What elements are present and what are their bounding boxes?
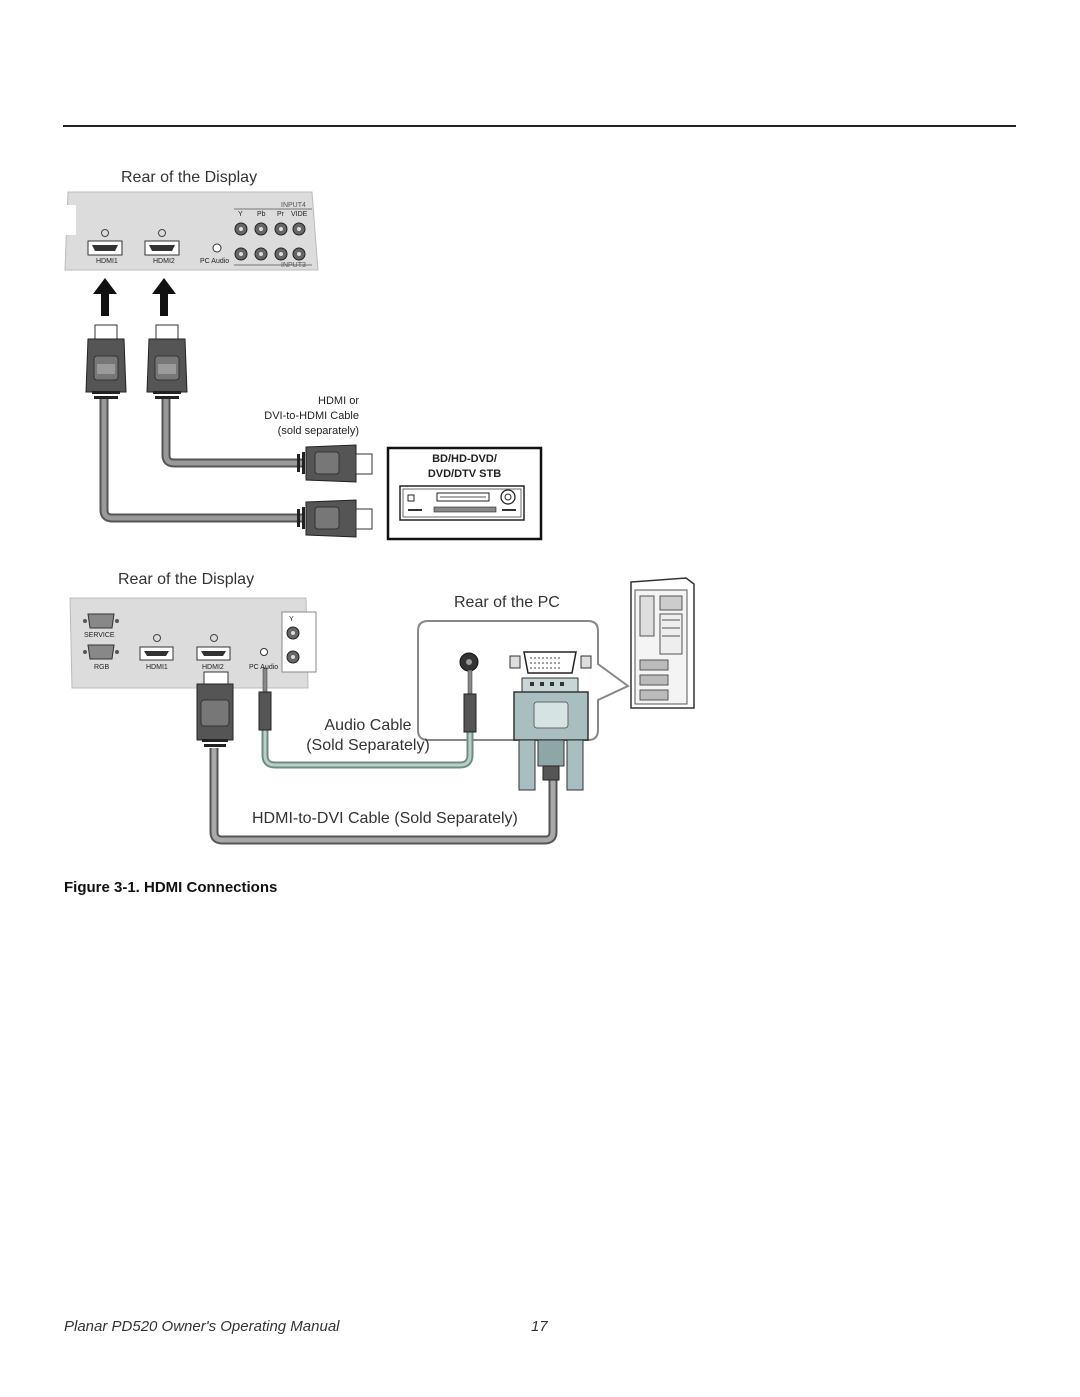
pc-tower-icon — [630, 577, 695, 709]
cable-note-line: HDMI or — [318, 395, 359, 407]
hdmi-cable-2-highlight — [163, 396, 302, 466]
hdmi1-port — [87, 229, 123, 256]
page-number: 17 — [531, 1318, 548, 1335]
audio-plug-right — [463, 669, 477, 733]
audio-cable-highlight — [263, 728, 472, 767]
hdmi2-port-2 — [196, 634, 231, 661]
cable-note-line: DVI-to-HDMI Cable — [264, 410, 359, 422]
dvi-port — [509, 651, 592, 674]
pc-audio-label-2: PC Audio — [249, 664, 279, 671]
hdmi1-label: HDMI1 — [96, 258, 118, 265]
audio-cable-label-line: Audio Cable — [324, 717, 412, 734]
y-label-2: Y — [289, 616, 294, 623]
cable-note-line: (sold separately) — [277, 425, 359, 437]
rgb-port — [83, 644, 119, 660]
pc-audio-label: PC Audio — [200, 258, 230, 265]
hdmi2-label-2: HDMI2 — [202, 664, 224, 671]
hdmi1-port-2 — [139, 634, 174, 661]
footer-title: Planar PD520 Owner's Operating Manual — [64, 1318, 340, 1335]
input4-label: INPUT4 — [281, 202, 306, 209]
dvi-cable-label: HDMI-to-DVI Cable (Sold Separately) — [252, 810, 518, 827]
hdmi-plug-horizontal-1 — [297, 444, 373, 483]
audio-cable-label-line: (Sold Separately) — [306, 737, 430, 754]
display-rear-panel — [64, 191, 319, 271]
pb-label: Pb — [257, 211, 266, 218]
hdmi-plug-horizontal-2 — [297, 499, 373, 538]
video-label: VIDE — [291, 211, 308, 218]
component-jacks — [234, 208, 312, 266]
hdmi-to-dvi-cable-highlight — [211, 748, 556, 843]
pc-audio-jack-2 — [260, 648, 268, 656]
hdmi2-port — [144, 229, 180, 256]
y-label: Y — [238, 211, 243, 218]
service-label: SERVICE — [84, 632, 115, 639]
top-display-title: Rear of the Display — [121, 169, 258, 186]
hdmi-plug-vertical-1 — [85, 324, 127, 399]
up-arrow-icon — [152, 278, 176, 316]
device-label-line: DVD/DTV STB — [427, 468, 502, 480]
pr-label: Pr — [277, 211, 284, 218]
hdmi-plug-vertical-2 — [146, 324, 188, 399]
display-rear-panel-2 — [69, 597, 309, 689]
figure-caption: Figure 3-1. HDMI Connections — [64, 879, 278, 896]
panel-notch — [64, 205, 76, 235]
hdmi-plug-bottom — [196, 671, 234, 747]
input3-label: INPUT3 — [281, 262, 306, 269]
hdmi2-label: HDMI2 — [153, 258, 175, 265]
service-port — [83, 613, 119, 629]
dvd-player-icon — [399, 485, 525, 521]
panel-side-section — [281, 611, 317, 673]
header-rule — [63, 125, 1016, 127]
device-label-line: BD/HD-DVD/ — [432, 453, 497, 465]
dvi-plug — [513, 677, 589, 791]
bottom-display-title: Rear of the Display — [118, 571, 255, 588]
up-arrow-icon — [93, 278, 117, 316]
device-label: BD/HD-DVD/ DVD/DTV STB — [388, 452, 541, 482]
pc-audio-jack — [212, 243, 222, 253]
pc-title: Rear of the PC — [454, 594, 560, 611]
audio-cable-label: Audio Cable (Sold Separately) — [306, 716, 430, 756]
audio-plug-left — [258, 667, 272, 731]
hdmi1-label-2: HDMI1 — [146, 664, 168, 671]
cable-note: HDMI or DVI-to-HDMI Cable (sold separate… — [248, 394, 359, 439]
rgb-label: RGB — [94, 664, 110, 671]
hdmi-cable-1-highlight — [101, 396, 302, 521]
